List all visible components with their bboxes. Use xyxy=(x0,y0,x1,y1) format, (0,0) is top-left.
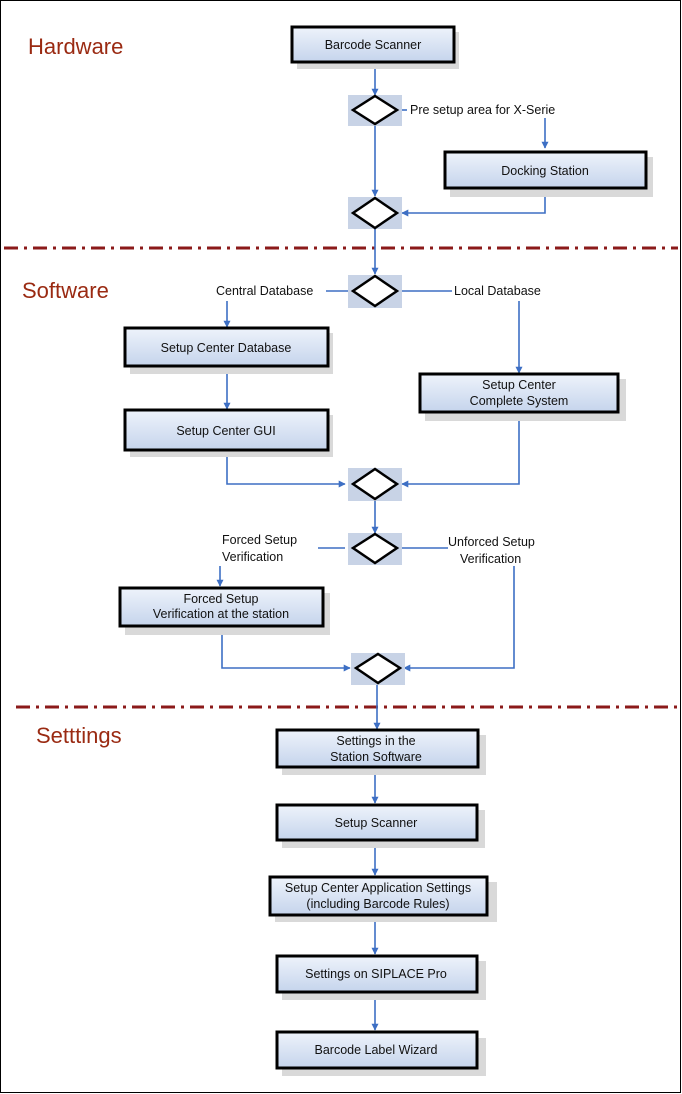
box-label: Barcode Scanner xyxy=(325,38,422,52)
gateway-4 xyxy=(348,467,402,501)
label-central-database: Central Database xyxy=(216,284,313,298)
box-label-line-2: Station Software xyxy=(330,750,422,764)
label-unforced-setup-verification-line-2: Verification xyxy=(460,552,521,566)
box-label-line-2: Complete System xyxy=(470,394,569,408)
box-label-line-2: Verification at the station xyxy=(153,607,289,621)
section-title-settings: Setttings xyxy=(36,723,122,748)
box-label: Settings on SIPLACE Pro xyxy=(305,967,447,981)
box-label: Setup Scanner xyxy=(335,816,418,830)
box-forced-setup-verification-station[interactable]: Forced Setup Verification at the station xyxy=(118,586,330,635)
box-barcode-scanner[interactable]: Barcode Scanner xyxy=(290,25,459,69)
box-label: Barcode Label Wizard xyxy=(315,1043,438,1057)
box-setup-center-database[interactable]: Setup Center Database xyxy=(123,326,333,374)
gateway-6 xyxy=(351,652,405,685)
box-label-line-1: Settings in the xyxy=(336,734,415,748)
gateway-2 xyxy=(348,196,402,230)
box-setup-center-complete-system[interactable]: Setup Center Complete System xyxy=(418,372,626,421)
box-settings-siplace-pro[interactable]: Settings on SIPLACE Pro xyxy=(275,954,486,1000)
edge-complete-system-to-gateway4 xyxy=(401,413,520,488)
gateways xyxy=(348,94,405,685)
edge-labels: Pre setup area for X-Serie Central Datab… xyxy=(216,103,555,566)
gateway-3 xyxy=(348,274,402,308)
gateway-5 xyxy=(348,532,402,565)
edge-station-box-to-gateway6 xyxy=(221,627,351,672)
process-boxes: Barcode Scanner Docking Station Setup Ce… xyxy=(118,25,653,1076)
box-docking-station[interactable]: Docking Station xyxy=(443,150,653,197)
edge-unforced-to-gateway6 xyxy=(403,566,515,672)
box-settings-station-software[interactable]: Settings in the Station Software xyxy=(275,728,486,775)
gateway-1 xyxy=(348,94,402,126)
box-setup-center-gui[interactable]: Setup Center GUI xyxy=(123,408,333,457)
box-setup-center-application-settings[interactable]: Setup Center Application Settings (inclu… xyxy=(268,875,497,922)
edge-gui-to-gateway4 xyxy=(226,451,346,488)
box-setup-scanner[interactable]: Setup Scanner xyxy=(275,803,485,848)
box-label-line-1: Setup Center Application Settings xyxy=(285,881,471,895)
box-label: Setup Center Database xyxy=(161,341,292,355)
box-label: Setup Center GUI xyxy=(176,424,275,438)
label-forced-setup-verification-line-2: Verification xyxy=(222,550,283,564)
label-local-database: Local Database xyxy=(454,284,541,298)
box-label: Docking Station xyxy=(501,164,589,178)
box-label-line-2: (including Barcode Rules) xyxy=(306,897,449,911)
section-title-hardware: Hardware xyxy=(28,34,123,59)
box-label-line-1: Setup Center xyxy=(482,378,556,392)
box-label-line-1: Forced Setup xyxy=(183,592,258,606)
box-barcode-label-wizard[interactable]: Barcode Label Wizard xyxy=(275,1030,486,1076)
section-title-software: Software xyxy=(22,278,109,303)
label-forced-setup-verification-line-1: Forced Setup xyxy=(222,533,297,547)
label-pre-setup-area: Pre setup area for X-Serie xyxy=(410,103,555,117)
label-unforced-setup-verification-line-1: Unforced Setup xyxy=(448,535,535,549)
